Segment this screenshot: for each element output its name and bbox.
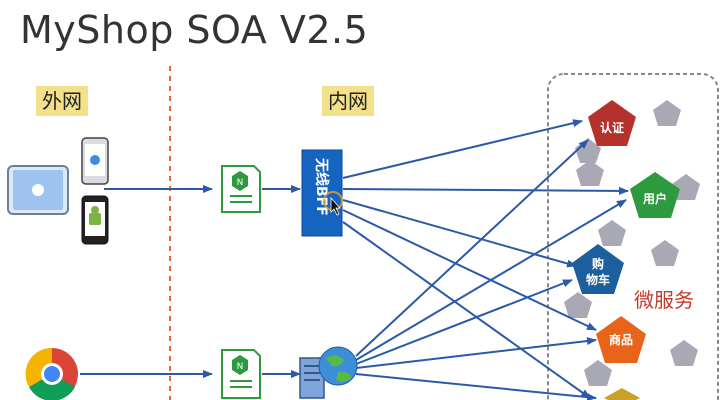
svg-text:N: N xyxy=(237,178,244,188)
service-user xyxy=(630,172,680,218)
gray-pentagon-icon xyxy=(670,340,698,366)
bff-node xyxy=(301,149,343,237)
gray-pentagon-icon xyxy=(651,240,679,266)
service-product-label: 商品 xyxy=(609,332,633,347)
placeholder-pentagons xyxy=(564,100,700,400)
android-phone-icon xyxy=(81,195,109,245)
service-auth-label: 认证 xyxy=(600,120,624,135)
gray-pentagon-icon xyxy=(672,174,700,200)
connection-arrows xyxy=(80,119,629,400)
service-user-label: 用户 xyxy=(642,191,667,206)
service-product xyxy=(596,316,646,363)
gray-pentagon-icon xyxy=(653,100,681,126)
gray-pentagon-icon xyxy=(604,388,640,400)
gray-pentagon-icon xyxy=(598,220,626,246)
microservices-label: 微服务 xyxy=(634,288,694,312)
microservices-panel xyxy=(547,73,719,400)
mouse-cursor-icon xyxy=(323,191,343,216)
service-auth xyxy=(588,100,636,146)
gray-pentagon-icon xyxy=(584,360,612,386)
bff-label: 无线BFF xyxy=(313,157,330,216)
zone-label-inner-network: 内网 xyxy=(322,86,374,116)
nginx-gateway-icon: N xyxy=(221,165,261,213)
nginx-gateway-icon: N xyxy=(221,349,261,399)
web-server-icon xyxy=(299,346,358,399)
svg-text:N: N xyxy=(237,362,244,372)
service-cart xyxy=(572,244,624,294)
tablet-icon xyxy=(7,165,69,215)
page-title: MyShop SOA V2.5 xyxy=(20,8,369,52)
service-cart-label-line1: 购 xyxy=(592,256,604,271)
chrome-browser-icon xyxy=(25,347,78,400)
gray-pentagon-icon xyxy=(564,292,592,318)
zone-label-outer-network: 外网 xyxy=(36,86,88,116)
iphone-icon xyxy=(81,137,109,185)
gray-pentagon-icon xyxy=(576,160,604,186)
service-cart-label-line2: 物车 xyxy=(586,272,610,287)
